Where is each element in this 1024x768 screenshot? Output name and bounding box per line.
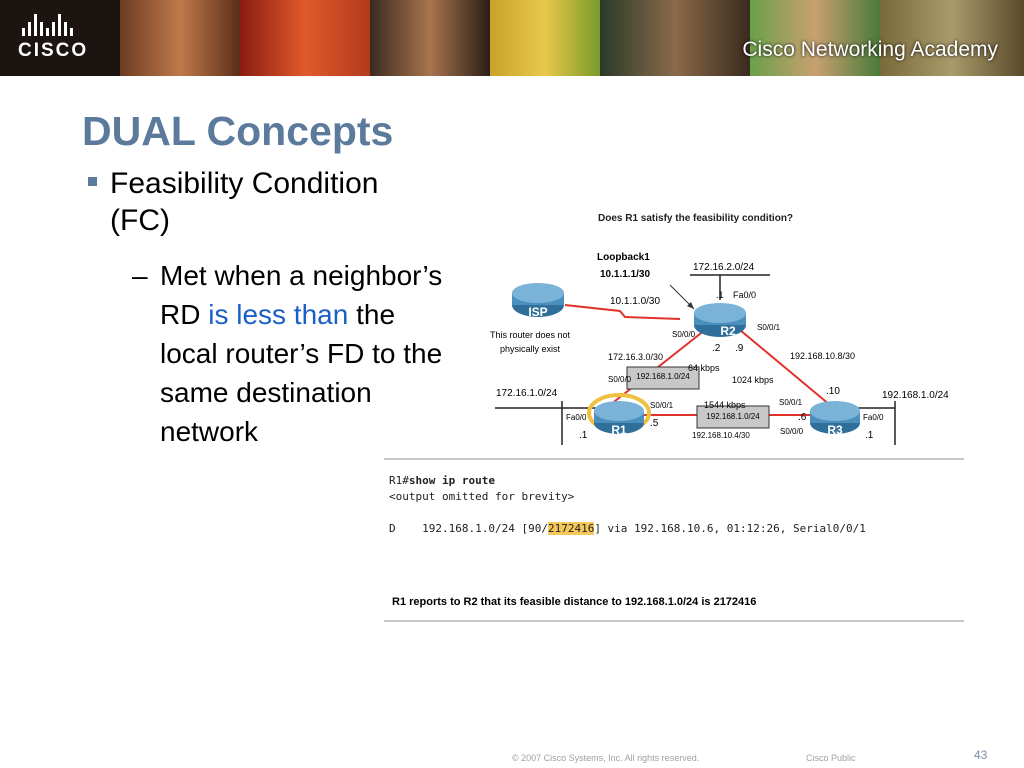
banner-photo-6: [750, 0, 880, 76]
net-r2-r3: 192.168.10.8/30: [790, 351, 855, 361]
link-r2-r3: [739, 329, 831, 406]
r1-s000: S0/0/0: [608, 375, 632, 384]
cli-omitted: <output omitted for brevity>: [389, 490, 575, 503]
net-r1-lan: 172.16.1.0/24: [496, 388, 558, 399]
slide-title: DUAL Concepts: [82, 108, 394, 154]
isp-note-2: physically exist: [500, 344, 561, 354]
r1-s001: S0/0/1: [650, 401, 674, 410]
page-number: 43: [974, 748, 988, 762]
header-banner: CISCO Cisco Networking Academy: [0, 0, 1024, 76]
sub-bullet-part2: the local router’s FD to the same destin…: [160, 299, 443, 447]
bw-r2-r3: 1024 kbps: [732, 375, 774, 385]
r3-host-10: .10: [826, 386, 840, 397]
bw-r1-r3: 1544 kbps: [704, 400, 746, 410]
sub-bullet-dash: –: [132, 260, 148, 291]
footer-copyright: © 2007 Cisco Systems, Inc. All rights re…: [512, 753, 700, 763]
link-isp-r2: [564, 304, 681, 320]
sub-bullet-highlight: is less than: [208, 299, 349, 330]
r1-router: R1: [587, 393, 651, 437]
loopback-label: Loopback1: [597, 252, 650, 263]
r3-router: R3: [810, 401, 860, 437]
net-r1-r2: 172.16.3.0/30: [608, 352, 663, 362]
route-tag-top-text: 192.168.1.0/24: [636, 372, 690, 381]
footer-classification: Cisco Public: [806, 753, 856, 763]
cli-route-pre: D 192.168.1.0/24 [90/: [389, 522, 548, 535]
route-tag-top: [626, 366, 700, 390]
r2-fa: Fa0/0: [733, 290, 756, 300]
r1-label: R1: [611, 423, 627, 437]
r3-host-6: .6: [798, 412, 807, 423]
cli-route-line: D 192.168.1.0/24 [90/2172416] via 192.16…: [389, 522, 866, 535]
loopback-arrowhead: [687, 302, 694, 309]
cli-note: R1 reports to R2 that its feasible dista…: [392, 596, 757, 608]
banner-photo-7: [880, 0, 1024, 76]
net-r1-r3: 192.168.10.4/30: [692, 431, 750, 440]
r2-label: R2: [720, 324, 736, 338]
cli-output-panel: R1#show ip route <output omitted for bre…: [384, 458, 964, 622]
cli-command: show ip route: [408, 474, 495, 487]
r2-s000: S0/0/0: [672, 330, 696, 339]
cli-prompt: R1#: [389, 474, 409, 487]
sub-bullet: Met when a neighbor’s RD is less than th…: [160, 256, 445, 451]
r1-fa-host: .1: [579, 430, 588, 441]
r2-router: R2: [694, 303, 746, 338]
r3-s000: S0/0/0: [780, 427, 804, 436]
bullet-text: Feasibility Condition (FC): [110, 167, 379, 237]
r3-fa-host: .1: [865, 430, 874, 441]
isp-note-1: This router does not: [490, 330, 571, 340]
r2-s001: S0/0/1: [757, 323, 781, 332]
academy-brand: Cisco Networking Academy: [742, 38, 998, 61]
cisco-logo: CISCO: [18, 14, 98, 64]
route-tag-bottom: [696, 405, 770, 429]
cli-command-line: R1#show ip route: [389, 474, 495, 487]
route-tag-bottom-text: 192.168.1.0/24: [706, 412, 760, 421]
isp-router: ISP: [512, 283, 564, 319]
bullet-square-icon: [88, 177, 97, 186]
banner-photo-4: [490, 0, 600, 76]
topology-diagram: ISP R2 R1 R3 192.168.1.0/24 192.168.1.0/…: [490, 213, 949, 445]
banner-photo-5: [600, 0, 750, 76]
r3-fa: Fa0/0: [863, 413, 884, 422]
banner-photo-2: [240, 0, 370, 76]
bw-r1-r2: 64 kbps: [688, 363, 720, 373]
isp-link: 10.1.1.0/30: [610, 296, 660, 307]
cisco-logo-text: CISCO: [18, 40, 89, 61]
banner-photo-3: [370, 0, 490, 76]
loopback-addr: 10.1.1.1/30: [600, 269, 650, 280]
isp-label: ISP: [528, 305, 547, 319]
banner-photo-1: [120, 0, 240, 76]
diagram-question: Does R1 satisfy the feasibility conditio…: [598, 213, 793, 224]
r3-label: R3: [827, 423, 843, 437]
r2-fa-host: .1: [716, 290, 724, 300]
r1-fa: Fa0/0: [566, 413, 587, 422]
r1-host-5: .5: [650, 418, 659, 429]
net-r3-lan: 192.168.1.0/24: [882, 390, 949, 401]
r3-s001: S0/0/1: [779, 398, 803, 407]
cisco-logo-bars-icon: [22, 14, 98, 36]
cli-route-post: ] via 192.168.10.6, 01:12:26, Serial0/0/…: [594, 522, 866, 535]
sub-bullet-part1: Met when a neighbor’s RD: [160, 260, 443, 330]
net-r2-lan: 172.16.2.0/24: [693, 262, 755, 273]
r2-host-2: .2: [712, 343, 721, 354]
r2-host-9: .9: [735, 343, 744, 354]
cli-route-rd: 2172416: [547, 522, 595, 535]
